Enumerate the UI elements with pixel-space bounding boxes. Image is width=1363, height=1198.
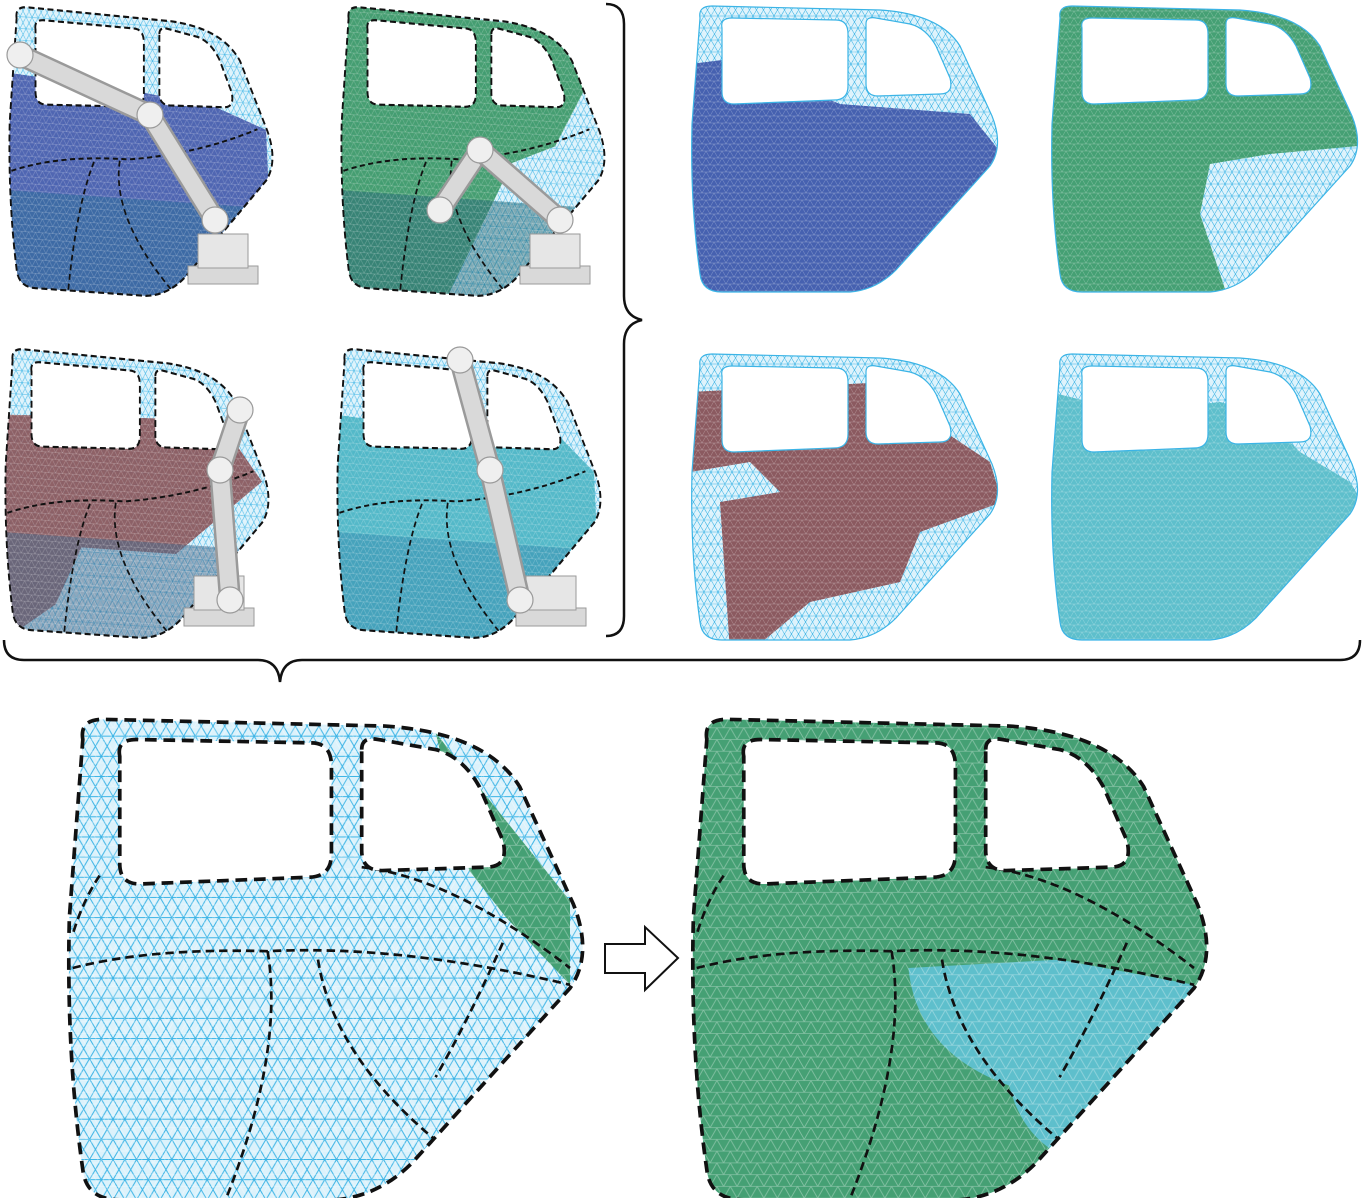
robot-view-blue	[6, 6, 274, 305]
robot-view-green	[340, 6, 606, 305]
right-arrow-icon	[604, 924, 680, 993]
robot-view-red	[4, 348, 270, 647]
robot-arm-icon	[183, 396, 255, 627]
merged-input-door	[66, 717, 585, 1198]
brace-icon	[2, 639, 1362, 683]
merged-output-door	[690, 717, 1209, 1198]
coverage-door	[1051, 353, 1359, 641]
robot-arm-icon	[426, 136, 591, 285]
coverage-views-group	[691, 5, 1359, 641]
robot-arm-icon	[6, 41, 259, 285]
brace-icon	[605, 2, 643, 638]
robot-views-group	[4, 6, 606, 647]
robot-arm-icon	[446, 346, 587, 627]
coverage-door	[691, 353, 999, 641]
robot-view-teal	[336, 346, 602, 647]
coverage-door	[1051, 5, 1359, 293]
coverage-door	[691, 5, 999, 293]
